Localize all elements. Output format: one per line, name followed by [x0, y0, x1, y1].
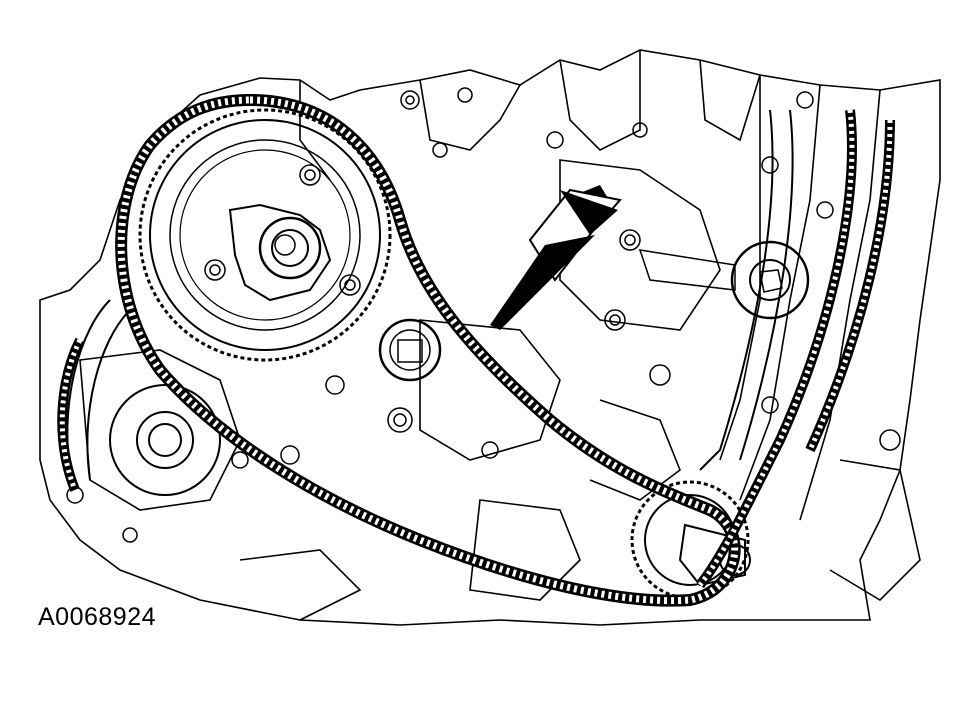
engine-block — [39, 49, 941, 626]
secondary-timing-chain-icon — [57, 109, 895, 589]
timing-chain-icon — [115, 94, 741, 607]
water-pump-pulley-icon — [638, 240, 810, 320]
idler-pulley-icon — [378, 318, 442, 382]
direction-arrow-icon — [490, 185, 622, 330]
figure-reference-code: A0068924 — [38, 603, 157, 631]
camshaft-sprocket-icon — [138, 108, 392, 362]
secondary-sprocket-icon — [109, 384, 221, 496]
bolt-heads — [66, 87, 901, 543]
